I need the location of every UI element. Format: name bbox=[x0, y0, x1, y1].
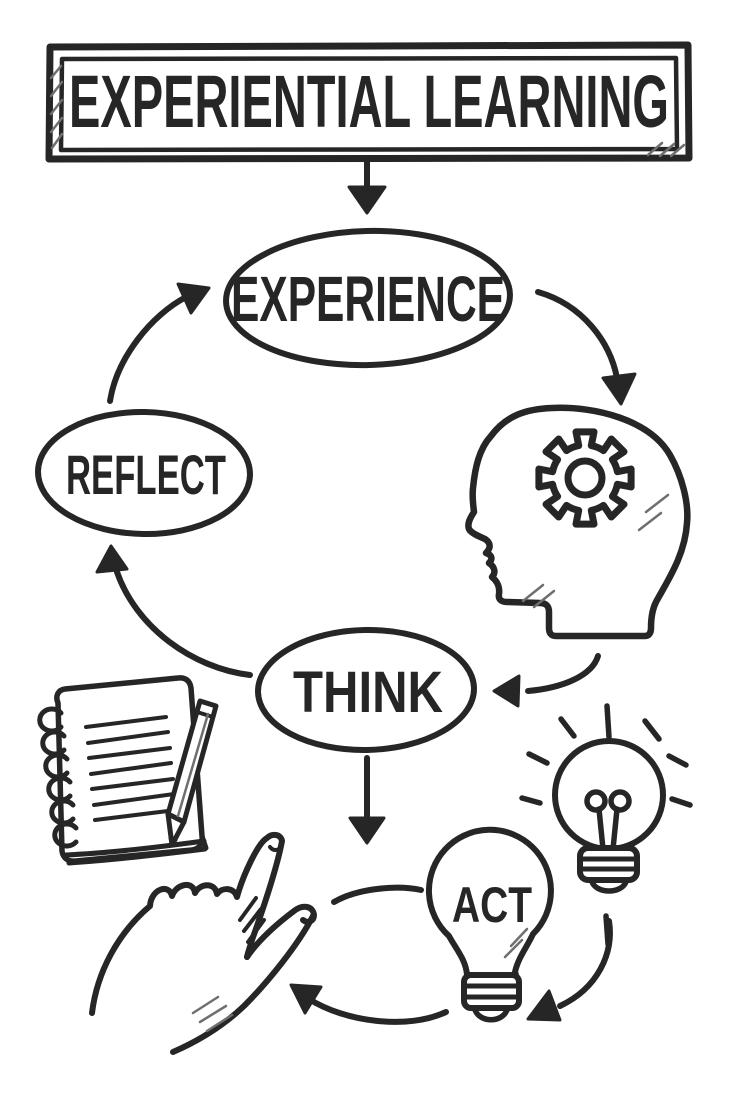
pointing-hand-icon bbox=[89, 831, 317, 1055]
bulb-glass bbox=[552, 738, 666, 852]
experience-label: EXPERIENCE bbox=[231, 263, 505, 335]
arrow-head-to-think bbox=[492, 653, 601, 708]
pencil-lead bbox=[168, 836, 178, 847]
arrow-title-to-experience bbox=[347, 159, 387, 215]
think-label: THINK bbox=[293, 660, 443, 725]
banner-corner-hatching bbox=[49, 64, 686, 158]
act-lightbulb-icon bbox=[425, 826, 554, 1023]
node-think: THINK bbox=[255, 626, 477, 754]
node-experience: EXPERIENCE bbox=[223, 227, 513, 369]
arrow-think-down bbox=[348, 755, 386, 845]
act-bulb-base bbox=[461, 972, 522, 1023]
page-title: EXPERIENTIAL LEARNING bbox=[69, 60, 669, 143]
notepad-page-stack bbox=[63, 833, 209, 866]
spiral-rings bbox=[37, 706, 79, 849]
banner-outer-border bbox=[45, 41, 693, 163]
experience-ellipse bbox=[223, 227, 513, 369]
arrow-reflect-to-experience bbox=[107, 282, 211, 404]
glass-shine bbox=[503, 927, 529, 959]
arrow-act-to-hand bbox=[289, 983, 449, 1025]
wrist-hatching bbox=[191, 995, 234, 1033]
bulb-filament bbox=[584, 789, 632, 852]
notebook-pencil-icon bbox=[37, 675, 219, 866]
act-label: ACT bbox=[452, 877, 532, 933]
head-shading-hatching bbox=[521, 493, 670, 609]
finger-web-hatching bbox=[238, 896, 266, 944]
hand-lower-edge bbox=[170, 913, 316, 1055]
arrow-lightbulb-to-act bbox=[526, 918, 613, 1022]
arc-hand-to-act bbox=[331, 884, 424, 905]
glowing-lightbulb-icon bbox=[519, 703, 693, 947]
pencil-facet-line bbox=[176, 712, 210, 818]
hand-outline bbox=[89, 831, 285, 1016]
arrow-experience-to-head bbox=[535, 289, 637, 406]
reflect-label: REFLECT bbox=[66, 443, 226, 506]
pencil-eraser-band bbox=[195, 710, 215, 719]
index-fingernail bbox=[268, 845, 283, 852]
pencil-icon bbox=[165, 698, 219, 848]
reflect-ellipse bbox=[35, 408, 253, 538]
gear-icon bbox=[535, 428, 635, 528]
thinking-head-gear-icon bbox=[465, 404, 691, 640]
node-reflect: REFLECT bbox=[35, 408, 253, 538]
bulb-base bbox=[577, 845, 640, 894]
gear-hole bbox=[564, 457, 606, 499]
title-banner: EXPERIENTIAL LEARNING bbox=[45, 41, 693, 163]
think-ellipse bbox=[255, 626, 477, 754]
arrow-think-to-reflect bbox=[95, 544, 253, 678]
node-act: ACT bbox=[425, 826, 554, 1023]
notepad-lines bbox=[84, 715, 178, 822]
